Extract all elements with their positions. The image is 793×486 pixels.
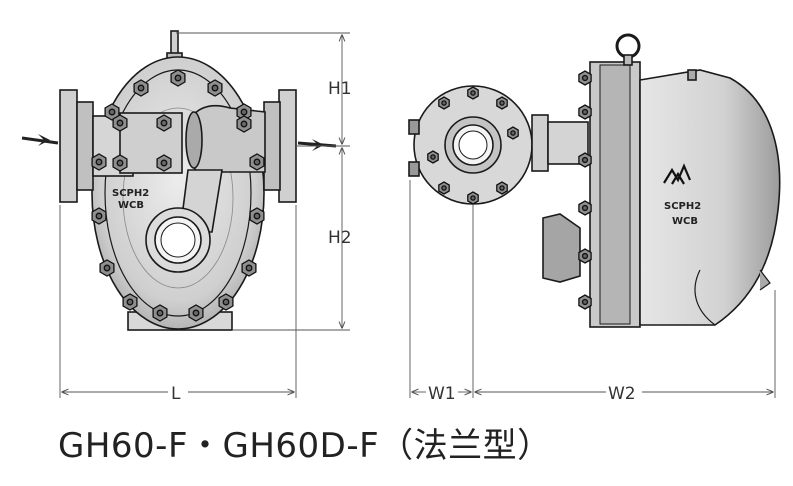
outlet-flange: [278, 89, 297, 203]
front-dimensions: [59, 32, 350, 398]
bolt-center: [174, 74, 182, 82]
inlet-flange: [59, 89, 78, 203]
bolt-center: [499, 100, 505, 106]
side-cast-mark-2: WCB: [672, 216, 698, 227]
bolt-center: [510, 130, 516, 136]
dim-h1-label: H1: [328, 79, 352, 99]
dim-w1-label: W1: [428, 384, 456, 404]
bolt-center: [441, 100, 447, 106]
bolt-center: [245, 264, 253, 272]
bolt-center: [126, 298, 134, 306]
bolt-center: [108, 108, 116, 116]
bolt-center: [581, 74, 589, 82]
bolt-center: [103, 264, 111, 272]
bolt-center: [211, 84, 219, 92]
bolt-center: [160, 159, 168, 167]
side-cast-mark-1: SCPH2: [664, 201, 701, 212]
dim-l-label: L: [171, 384, 181, 404]
bolt-center: [581, 298, 589, 306]
bolt-center: [441, 185, 447, 191]
front-cast-mark-1: SCPH2: [112, 188, 149, 199]
side-bolts: [427, 70, 592, 310]
side-dimensions: [409, 180, 776, 398]
bolt-center: [192, 309, 200, 317]
bolt-center: [156, 309, 164, 317]
bolt-center: [581, 156, 589, 164]
bolt-center: [116, 119, 124, 127]
bolt-center: [470, 195, 476, 201]
front-cast-mark-2: WCB: [118, 200, 144, 211]
bolt-center: [137, 84, 145, 92]
front-bolts: [91, 69, 265, 322]
bolt-center: [253, 158, 261, 166]
bolt-center: [581, 108, 589, 116]
model-caption: GH60-F・GH60D-F（法兰型）: [58, 426, 552, 466]
bolt-center: [581, 204, 589, 212]
bolt-center: [253, 212, 261, 220]
bolt-center: [499, 185, 505, 191]
bolt-center: [240, 108, 248, 116]
bolt-center: [470, 90, 476, 96]
front-view: [21, 30, 337, 331]
bolt-center: [430, 154, 436, 160]
side-body: [639, 69, 781, 326]
maker-logo: [663, 163, 692, 185]
dim-h2-label: H2: [328, 228, 352, 248]
bolt-center: [116, 159, 124, 167]
dim-w2-label: W2: [608, 384, 636, 404]
bolt-center: [222, 298, 230, 306]
bolt-center: [160, 119, 168, 127]
bolt-center: [95, 212, 103, 220]
bolt-center: [240, 120, 248, 128]
side-view: [408, 33, 781, 328]
bolt-center: [581, 252, 589, 260]
bolt-center: [95, 158, 103, 166]
